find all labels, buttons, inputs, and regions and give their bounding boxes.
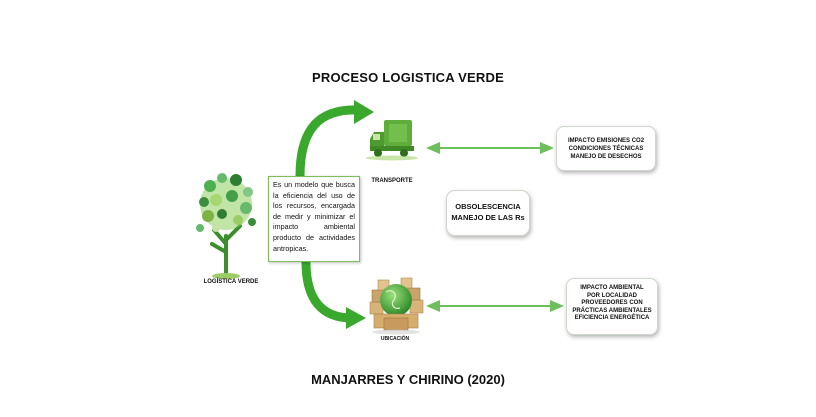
truck-icon — [366, 120, 418, 161]
impact-line: PROVEEDORES CON — [581, 300, 643, 307]
center-line: OBSOLESCENCIA — [455, 202, 521, 211]
impact-line: IMPACTO EMISIONES CO2 — [567, 138, 645, 144]
page-title: PROCESO LOGISTICA VERDE — [312, 70, 504, 85]
description-box: Es un modelo que busca la eficiencia del… — [268, 176, 360, 262]
impact-line: POR LOCALIDAD — [587, 292, 637, 299]
curved-arrow-bottom — [301, 257, 366, 329]
curved-arrow-top — [295, 100, 374, 181]
tree-label: LOGÍSTICA VERDE — [203, 279, 259, 285]
location-label: UBICACIÓN — [380, 336, 410, 342]
location-impacts-box: IMPACTO AMBIENTAL POR LOCALIDAD PROVEEDO… — [566, 278, 658, 335]
citation: MANJARRES Y CHIRINO (2020) — [311, 372, 505, 387]
globe-boxes-icon — [369, 277, 424, 335]
impact-line: EFICIENCIA ENERGÉTICA — [574, 315, 650, 322]
impact-line: MANEJO DE DESECHOS — [570, 154, 642, 160]
transport-label: TRANSPORTE — [371, 178, 413, 184]
tree-icon — [196, 173, 256, 279]
center-line: MANEJO DE LAS Rs — [451, 213, 525, 222]
center-box: OBSOLESCENCIA MANEJO DE LAS Rs — [446, 190, 530, 236]
impact-line: PRÁCTICAS AMBIENTALES — [572, 307, 652, 314]
impact-line: IMPACTO AMBIENTAL — [580, 285, 644, 291]
transport-impacts-box: IMPACTO EMISIONES CO2 CONDICIONES TÉCNIC… — [556, 126, 656, 171]
impact-line: CONDICIONES TÉCNICAS — [568, 146, 644, 152]
